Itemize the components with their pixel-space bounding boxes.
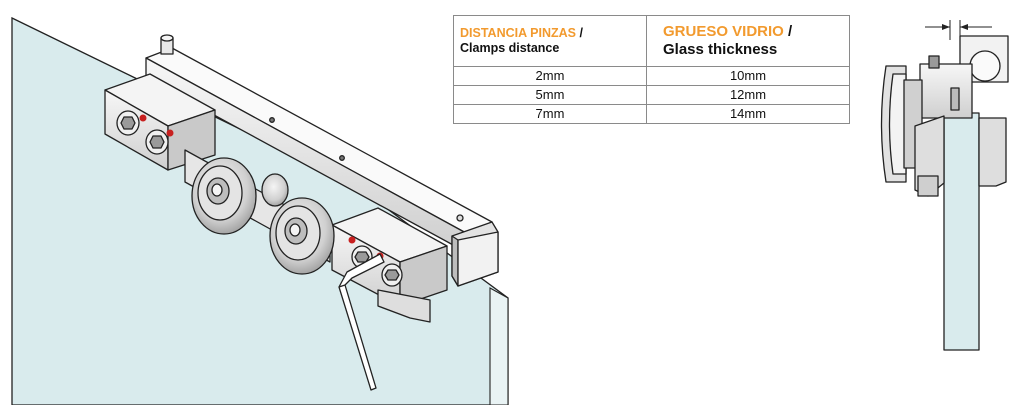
cap-screw-icon	[116, 110, 140, 136]
header-separator: /	[575, 26, 583, 40]
roller-wheel-icon	[191, 157, 257, 235]
table-row: 5mm 12mm	[453, 85, 850, 105]
glass-section	[943, 112, 980, 351]
roller-carriage	[104, 34, 499, 323]
cell-glass-thickness: 10mm	[646, 66, 850, 86]
cell-clamps-distance: 5mm	[453, 85, 647, 105]
table-header-row: DISTANCIA PINZAS / Clamps distance GRUES…	[453, 15, 850, 67]
cell-glass-thickness: 14mm	[646, 104, 850, 124]
cell-clamps-distance: 2mm	[453, 66, 647, 86]
header-clamps-distance-en: Clamps distance	[460, 41, 560, 55]
clamp-glass-spec-table: DISTANCIA PINZAS / Clamps distance GRUES…	[453, 15, 850, 124]
table-row: 7mm 14mm	[453, 104, 850, 124]
table-row: 2mm 10mm	[453, 66, 850, 86]
header-glass-thickness-es: GRUESO VIDRIO	[663, 23, 784, 40]
cap-screw-icon	[160, 34, 174, 55]
cell-glass-thickness: 12mm	[646, 85, 850, 105]
header-clamps-distance: DISTANCIA PINZAS / Clamps distance	[453, 15, 647, 67]
header-glass-thickness-en: Glass thickness	[663, 41, 778, 58]
cap-screw-icon	[381, 263, 403, 287]
cell-clamps-distance: 7mm	[453, 104, 647, 124]
section-view	[880, 20, 1009, 351]
header-separator: /	[783, 23, 793, 40]
hex-allen-key-icon	[338, 253, 385, 391]
cap-screw-icon	[145, 129, 169, 155]
header-glass-thickness: GRUESO VIDRIO / Glass thickness	[646, 15, 850, 67]
roller-wheel-icon	[269, 197, 335, 275]
header-clamps-distance-es: DISTANCIA PINZAS	[460, 26, 576, 40]
